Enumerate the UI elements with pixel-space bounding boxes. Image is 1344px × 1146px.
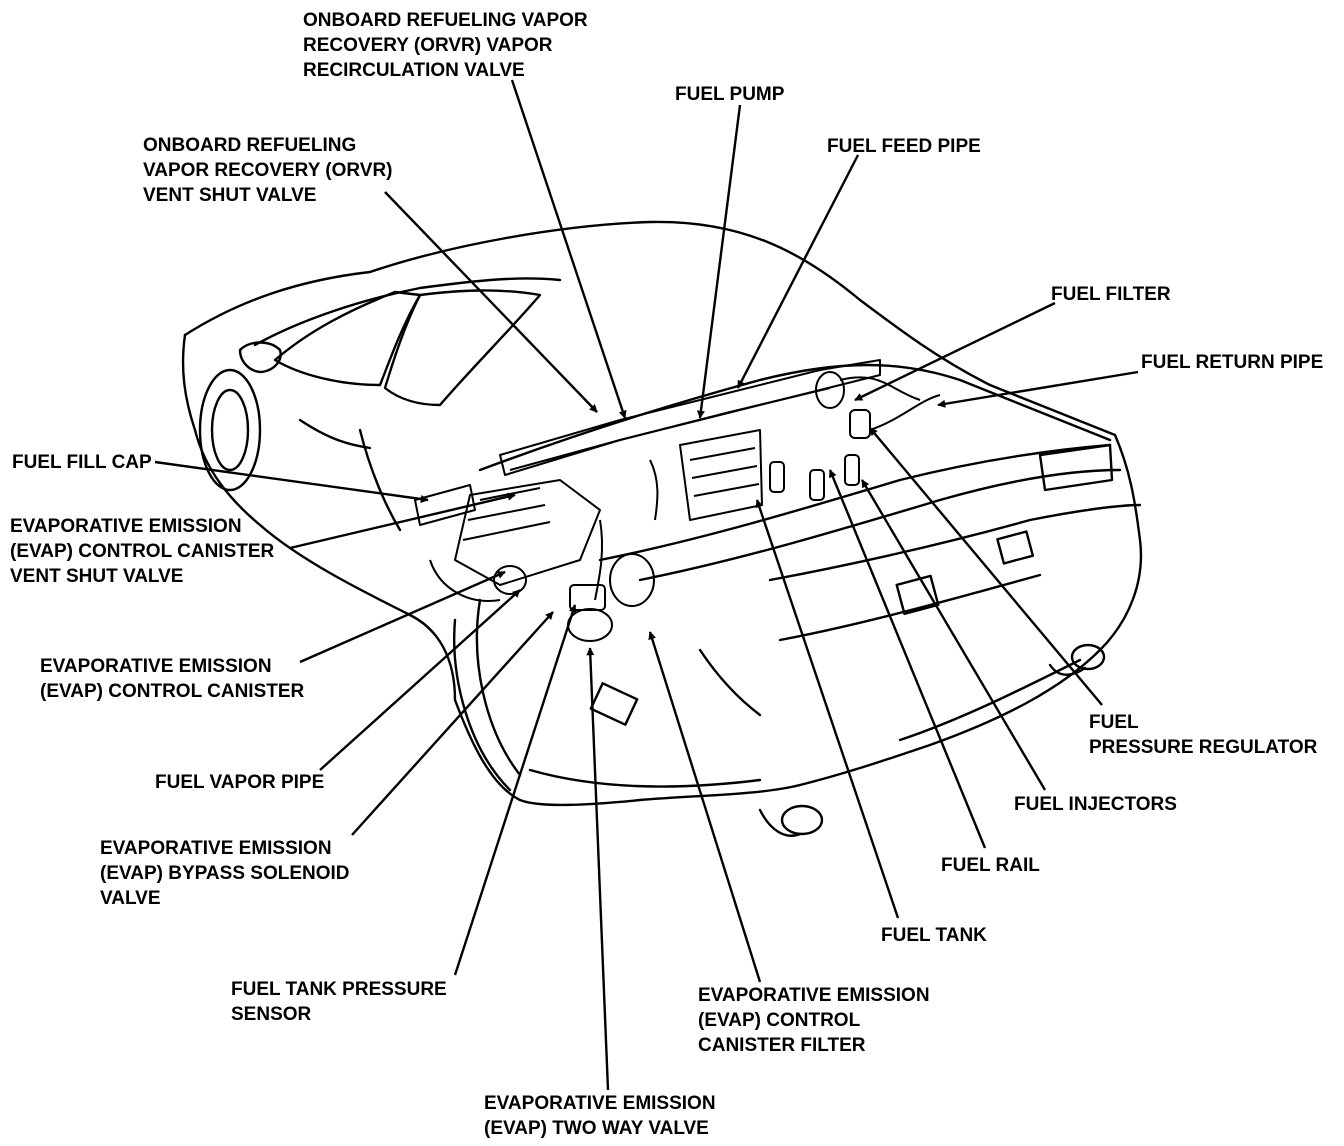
label-line: EVAPORATIVE EMISSION: [100, 838, 332, 859]
leader-evap-vent-shut: [289, 492, 516, 550]
label-line: RECIRCULATION VALVE: [303, 60, 525, 81]
label-line: FUEL TANK PRESSURE: [231, 979, 447, 1000]
label-fuel-tank-pressure-sensor: FUEL TANK PRESSURE SENSOR: [231, 977, 447, 1027]
leader-fuel-feed-pipe: [736, 154, 860, 389]
leader-fuel-injectors: [860, 479, 1047, 791]
leader-fuel-pump: [696, 104, 742, 419]
label-evap-control-canister-filter: EVAPORATIVE EMISSION (EVAP) CONTROL CANI…: [698, 983, 930, 1058]
leader-evap-canister: [299, 570, 506, 664]
label-fuel-filter: FUEL FILTER: [1051, 282, 1171, 307]
leader-fuel-return-pipe: [937, 370, 1139, 408]
label-line: FUEL TANK: [881, 925, 987, 946]
label-line: FUEL INJECTORS: [1014, 794, 1177, 815]
label-fuel-injectors: FUEL INJECTORS: [1014, 792, 1177, 817]
label-fuel-pressure-regulator: FUEL PRESSURE REGULATOR: [1089, 710, 1317, 760]
label-line: ONBOARD REFUELING VAPOR: [303, 10, 588, 31]
leader-tank-pressure-sensor: [453, 604, 577, 976]
label-line: PRESSURE REGULATOR: [1089, 737, 1318, 758]
label-fuel-tank: FUEL TANK: [881, 923, 987, 948]
label-line: FUEL FILTER: [1051, 284, 1171, 305]
fuel-system-components: [414, 359, 941, 642]
leader-fuel-pressure-regulator: [869, 427, 1103, 706]
label-line: FUEL: [1089, 712, 1139, 733]
label-fuel-pump: FUEL PUMP: [675, 82, 784, 107]
label-line: EVAPORATIVE EMISSION: [40, 656, 272, 677]
leader-fuel-filter: [854, 301, 1056, 402]
label-line: FUEL FEED PIPE: [827, 136, 981, 157]
label-line: VALVE: [100, 888, 161, 909]
label-fuel-vapor-pipe: FUEL VAPOR PIPE: [155, 770, 324, 795]
label-fuel-feed-pipe: FUEL FEED PIPE: [827, 134, 981, 159]
leader-lines: [154, 79, 1139, 1091]
leader-fuel-rail: [828, 469, 987, 849]
label-line: RECOVERY (ORVR) VAPOR: [303, 35, 553, 56]
label-line: (EVAP) TWO WAY VALVE: [484, 1118, 709, 1139]
leader-orvr-recirc: [510, 79, 627, 419]
label-fuel-rail: FUEL RAIL: [941, 853, 1040, 878]
label-line: (EVAP) CONTROL CANISTER: [10, 541, 275, 562]
label-evap-canister-vent-shut-valve: EVAPORATIVE EMISSION (EVAP) CONTROL CANI…: [10, 514, 274, 589]
leader-fuel-fill-cap: [154, 460, 429, 503]
label-orvr-recirculation-valve: ONBOARD REFUELING VAPOR RECOVERY (ORVR) …: [303, 8, 588, 83]
label-line: (EVAP) CONTROL CANISTER: [40, 681, 305, 702]
label-evap-two-way-valve: EVAPORATIVE EMISSION (EVAP) TWO WAY VALV…: [484, 1091, 716, 1141]
leader-evap-two-way: [586, 647, 610, 1091]
label-fuel-fill-cap: FUEL FILL CAP: [12, 450, 152, 475]
label-orvr-vent-shut-valve: ONBOARD REFUELING VAPOR RECOVERY (ORVR) …: [143, 133, 393, 208]
label-line: FUEL RAIL: [941, 855, 1040, 876]
label-line: FUEL RETURN PIPE: [1141, 352, 1324, 373]
label-line: SENSOR: [231, 1004, 312, 1025]
label-line: VAPOR RECOVERY (ORVR): [143, 160, 393, 181]
label-line: FUEL FILL CAP: [12, 452, 152, 473]
label-line: ONBOARD REFUELING: [143, 135, 357, 156]
leader-evap-bypass: [351, 611, 554, 836]
car-body: [181, 220, 1143, 837]
label-line: EVAPORATIVE EMISSION: [484, 1093, 716, 1114]
label-line: CANISTER FILTER: [698, 1035, 866, 1056]
label-line: VENT SHUT VALVE: [143, 185, 317, 206]
label-evap-control-canister: EVAPORATIVE EMISSION (EVAP) CONTROL CANI…: [40, 654, 304, 704]
leader-fuel-tank: [755, 499, 900, 919]
leader-orvr-vent: [384, 191, 598, 413]
label-line: EVAPORATIVE EMISSION: [698, 985, 930, 1006]
label-line: (EVAP) CONTROL: [698, 1010, 861, 1031]
label-line: FUEL PUMP: [675, 84, 785, 105]
label-line: VENT SHUT VALVE: [10, 566, 184, 587]
label-line: FUEL VAPOR PIPE: [155, 772, 325, 793]
label-line: (EVAP) BYPASS SOLENOID: [100, 863, 350, 884]
label-fuel-return-pipe: FUEL RETURN PIPE: [1141, 350, 1323, 375]
label-line: EVAPORATIVE EMISSION: [10, 516, 242, 537]
label-evap-bypass-solenoid-valve: EVAPORATIVE EMISSION (EVAP) BYPASS SOLEN…: [100, 836, 350, 911]
leader-evap-canister-filter: [648, 631, 762, 983]
leader-fuel-vapor-pipe: [319, 589, 521, 771]
